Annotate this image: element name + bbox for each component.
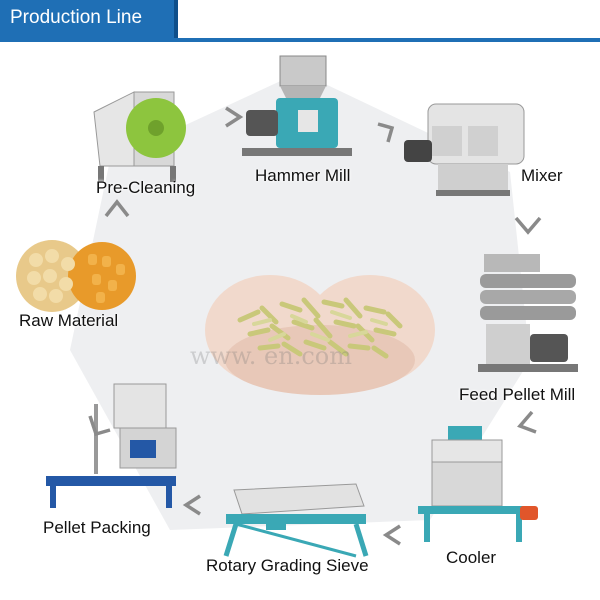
stage-label-rotary-grading-sieve: Rotary Grading Sieve	[206, 556, 369, 575]
raw-material-image	[16, 240, 136, 312]
arrow-chevron-icon	[104, 199, 130, 218]
cooler-image	[418, 426, 538, 542]
arrow-chevron-icon	[517, 410, 537, 434]
page-title: Production Line	[10, 7, 143, 28]
stage-label-feed-pellet-mill: Feed Pellet Mill	[459, 385, 576, 404]
stage-label-pellet-packing: Pellet Packing	[43, 518, 151, 537]
stage-label-mixer: Mixer	[521, 166, 563, 185]
stage-label-hammer-mill: Hammer Mill	[255, 166, 351, 185]
rotary-grading-sieve-image	[223, 483, 369, 558]
header-underline	[0, 38, 600, 42]
arrow-chevron-icon	[514, 216, 542, 235]
arrow-chevron-icon	[382, 524, 401, 546]
watermark: www. en.com	[190, 342, 352, 370]
stage-label-pre-cleaning: Pre-Cleaning	[96, 178, 196, 197]
arrow-chevron-icon	[225, 106, 244, 128]
stage-label-raw-material: Raw Material	[19, 311, 119, 330]
mixer-image	[404, 103, 525, 196]
pre-cleaning-image	[93, 91, 186, 182]
arrow-chevron-icon	[377, 122, 395, 143]
header-tab: Production Line	[0, 0, 178, 38]
section-header: Production Line	[0, 0, 600, 44]
arrow-chevron-icon	[182, 494, 201, 516]
hammer-mill-image	[242, 55, 352, 156]
pellets-in-hands-image	[205, 275, 435, 395]
pellet-packing-image	[46, 383, 177, 508]
feed-pellet-mill-image	[478, 254, 578, 372]
stage-label-cooler: Cooler	[446, 548, 497, 567]
arrow-chevron-icon	[88, 415, 111, 437]
